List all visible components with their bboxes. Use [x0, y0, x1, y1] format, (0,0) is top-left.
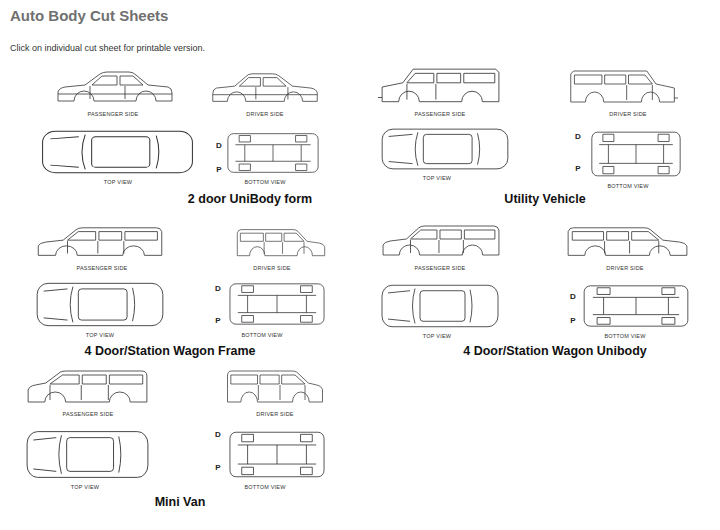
view-caption: BOTTOM VIEW — [607, 183, 648, 189]
view-caption: PASSENGER SIDE — [88, 111, 139, 117]
view-caption: PASSENGER SIDE — [63, 411, 114, 417]
view-caption: PASSENGER SIDE — [77, 265, 128, 271]
group-title: Utility Vehicle — [504, 193, 585, 207]
group-title: 4 Door/Station Wagon Frame — [84, 345, 255, 359]
view-caption: BOTTOM VIEW — [244, 179, 285, 185]
view-caption: TOP VIEW — [104, 179, 132, 185]
note-text: Click on individual cut sheet for printa… — [10, 44, 205, 54]
side-marker: P — [216, 166, 221, 175]
side-marker: D — [570, 293, 576, 302]
side-marker: D — [215, 285, 221, 294]
view-caption: DRIVER SIDE — [609, 111, 646, 117]
side-marker: P — [570, 317, 575, 326]
view-caption: DRIVER SIDE — [606, 265, 643, 271]
view-caption: TOP VIEW — [86, 332, 114, 338]
side-marker: D — [215, 431, 221, 440]
group-title: 2 door UniBody form — [188, 193, 312, 207]
group-title: Mini Van — [155, 496, 206, 510]
side-marker: P — [215, 317, 220, 326]
view-caption: TOP VIEW — [71, 484, 99, 490]
side-marker: P — [575, 165, 580, 174]
side-marker: P — [215, 464, 220, 473]
view-caption: TOP VIEW — [423, 175, 451, 181]
page-title: Auto Body Cut Sheets — [10, 8, 168, 25]
side-marker: D — [216, 142, 222, 151]
view-caption: BOTTOM VIEW — [241, 332, 282, 338]
side-marker: D — [575, 133, 581, 142]
view-caption: BOTTOM VIEW — [244, 484, 285, 490]
view-caption: DRIVER SIDE — [256, 411, 293, 417]
view-caption: BOTTOM VIEW — [604, 333, 645, 339]
view-caption: PASSENGER SIDE — [415, 265, 466, 271]
group-title: 4 Door/Station Wagon Unibody — [463, 345, 647, 359]
view-caption: TOP VIEW — [423, 333, 451, 339]
view-caption: DRIVER SIDE — [246, 111, 283, 117]
view-caption: PASSENGER SIDE — [415, 111, 466, 117]
view-caption: DRIVER SIDE — [253, 265, 290, 271]
